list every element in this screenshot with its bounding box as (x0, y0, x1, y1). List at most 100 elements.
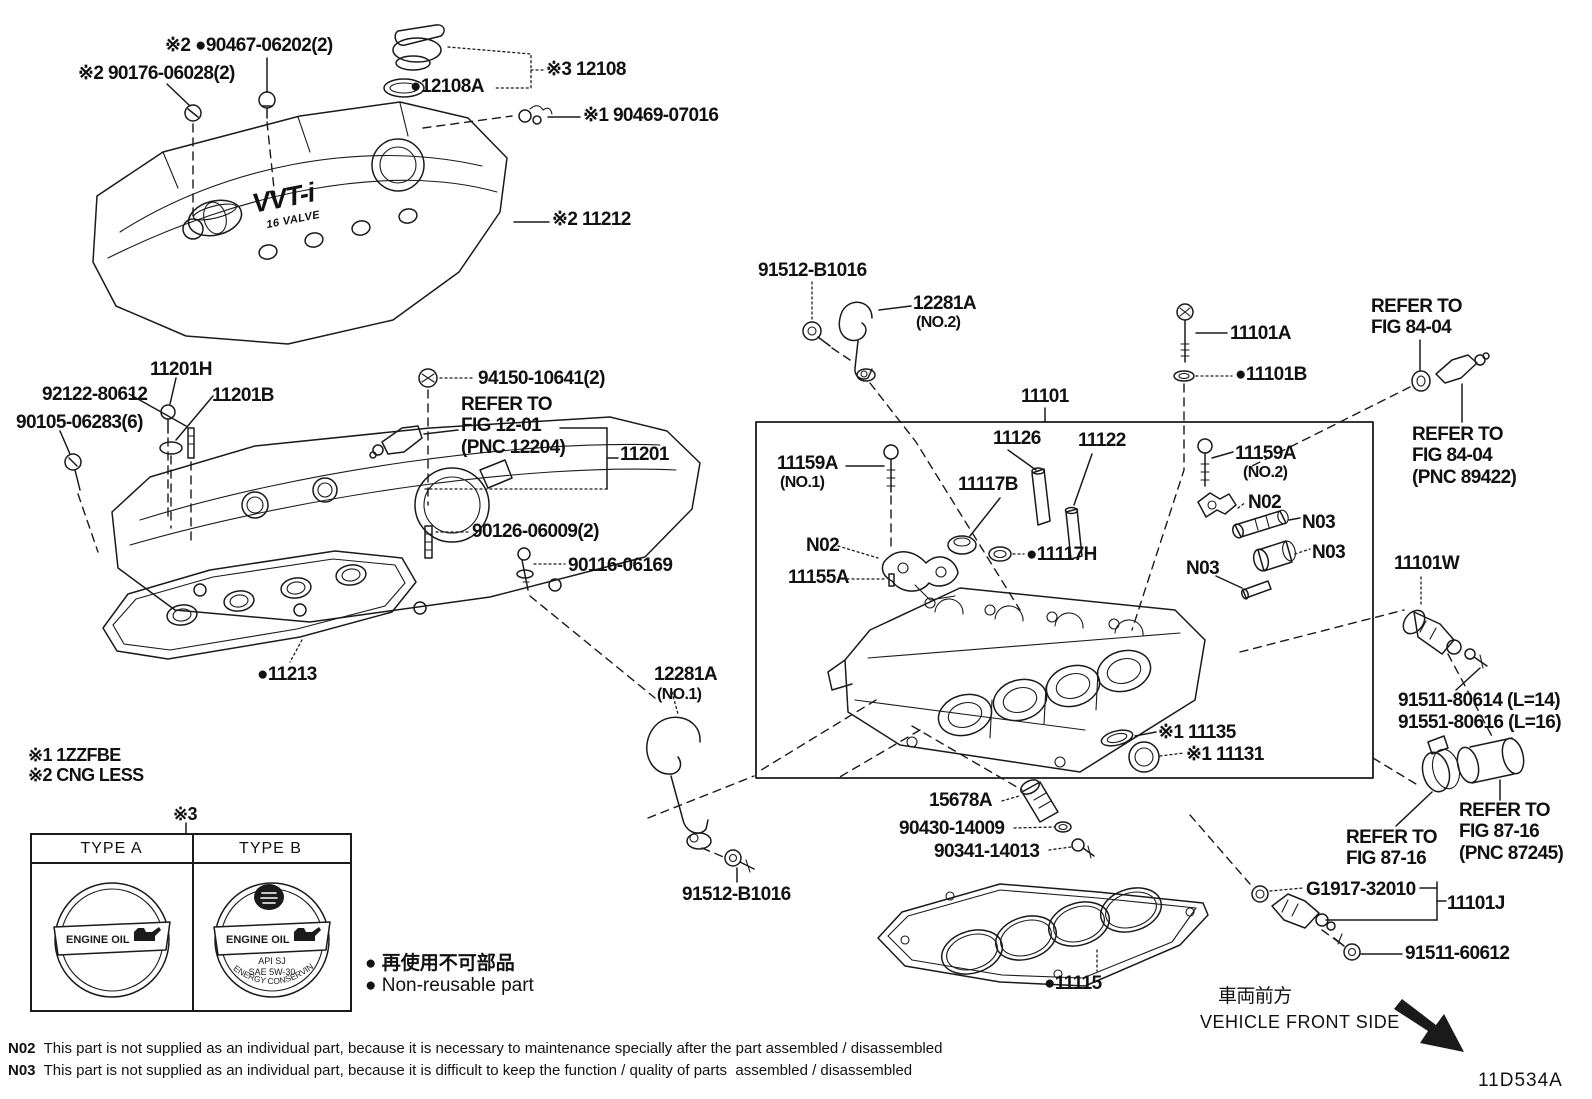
label-11122: 11122 (1078, 430, 1126, 451)
cap-b-sae-text: SAE 5W-30 (249, 967, 296, 977)
label-90116-06169: 90116-06169 (568, 555, 673, 576)
label-N03-2: N03 (1312, 542, 1346, 563)
footnote-n02-code: N02 (8, 1040, 36, 1057)
type-b-header: TYPE B (239, 839, 302, 857)
sensor-11101W-drawing (1239, 576, 1495, 741)
label-12108: ※3 12108 (546, 59, 626, 80)
refer-fig-84-04-bottom: REFER TO FIG 84-04 (PNC 89422) (1412, 424, 1517, 488)
legend-nonreusable-en: ● Non-reusable part (365, 975, 534, 996)
label-11101J: 11101J (1447, 893, 1505, 914)
legend-nonreusable-jp: ● 再使用不可部品 (365, 953, 515, 974)
note-ref2: ※2 CNG LESS (28, 765, 144, 785)
label-91511-60612: 91511-60612 (1405, 943, 1510, 964)
label-11159A-no1-sub: (NO.1) (780, 474, 825, 491)
valve-cover-drawing (111, 416, 701, 623)
label-92122-80612: 92122-80612 (42, 384, 148, 405)
oil-cap-type-table: TYPE A TYPE B (30, 833, 352, 1012)
label-N02-left: N02 (806, 535, 840, 556)
label-N03-3: N03 (1186, 558, 1220, 579)
cylinder-head-drawing (757, 587, 1206, 779)
footnote-n02-text: This part is not supplied as an individu… (43, 1040, 943, 1057)
label-11135: ※1 11135 (1158, 722, 1236, 743)
label-90430-14009: 90430-14009 (899, 818, 1005, 839)
label-11159A-no2: 11159A (1235, 443, 1296, 464)
label-11101: 11101 (1021, 386, 1069, 407)
cap-b-banner-text: ENGINE OIL (226, 934, 290, 946)
label-90467-06202: ※2 ●90467-06202(2) (165, 35, 333, 56)
oil-can-icon (294, 927, 321, 941)
sensor-84-04-drawing (1247, 339, 1490, 469)
label-90176-06028: ※2 90176-06028(2) (78, 63, 235, 84)
label-N02-right: N02 (1248, 492, 1282, 513)
footnote-n03: N03 This part is not supplied as an indi… (8, 1062, 912, 1079)
label-11131: ※1 11131 (1186, 744, 1264, 765)
head-bolt-drawing (1131, 303, 1233, 631)
label-11159A-no2-sub: (NO.2) (1243, 464, 1288, 481)
label-90341-14013: 90341-14013 (934, 841, 1040, 862)
label-90126-06009: 90126-06009(2) (472, 521, 599, 542)
cap-a-banner-text: ENGINE OIL (66, 934, 130, 946)
cap-b-api-text: API SJ (258, 956, 286, 966)
label-94150-10641: 94150-10641(2) (478, 368, 605, 389)
camshaft-cap-left-drawing (837, 444, 959, 601)
label-15678A: 15678A (929, 790, 993, 811)
head-gasket-drawing (877, 883, 1209, 987)
label-90105-06283: 90105-06283(6) (16, 412, 143, 433)
label-91551-80616: 91551-80616 (L=16) (1398, 712, 1562, 733)
type-a-header: TYPE A (80, 839, 143, 857)
valve-guides-seals-drawing (947, 449, 1093, 562)
label-11117B: 11117B (958, 474, 1018, 495)
cam-plug-seal-drawing (1100, 729, 1185, 773)
footnote-n02: N02 This part is not supplied as an indi… (8, 1040, 942, 1057)
label-G1917-32010: G1917-32010 (1306, 879, 1416, 900)
label-12281A-no2-sub: (NO.2) (916, 314, 961, 331)
label-11201B: 11201B (212, 385, 275, 406)
hanger-no2-drawing (802, 281, 1021, 611)
figure-code: 11D534A (1478, 1070, 1563, 1091)
label-11212: ※2 11212 (552, 209, 631, 230)
label-11159A-no1: 11159A (777, 453, 838, 474)
label-11115: ●11115 (1044, 973, 1102, 994)
vehicle-front-arrow (1394, 999, 1464, 1052)
label-11155A: 11155A (788, 567, 849, 588)
vehicle-front-jp: 車両前方 (1218, 986, 1292, 1007)
label-11101A: 11101A (1230, 323, 1291, 344)
label-11101W: 11101W (1394, 553, 1460, 574)
label-11101B: ●11101B (1235, 364, 1307, 385)
heater-hose-drawing (1372, 735, 1525, 827)
refer-fig-84-04-top: REFER TO FIG 84-04 (1371, 296, 1463, 339)
union-bolt-drawing (911, 725, 1095, 859)
refer-fig-12-01: REFER TO FIG 12-01 (PNC 12204) (461, 394, 566, 458)
label-11201H: 11201H (150, 359, 213, 380)
valve-cover-fasteners-drawing (59, 368, 656, 699)
label-N03-1: N03 (1302, 512, 1336, 533)
table-divider (192, 835, 194, 1010)
footnote-n03-text: This part is not supplied as an individu… (43, 1062, 913, 1079)
label-12281A-no1: 12281A (654, 664, 718, 685)
refer-fig-87-16-right: REFER TO FIG 87-16 (PNC 87245) (1459, 800, 1564, 864)
valve-cover-gasket-drawing (102, 550, 417, 663)
label-91512-B1016-bottom: 91512-B1016 (682, 884, 791, 905)
note-ref3: ※3 (173, 804, 198, 824)
oil-cap-drawing (383, 24, 581, 223)
label-12281A-no2: 12281A (913, 293, 977, 314)
label-11117H: ●11117H (1026, 544, 1097, 565)
label-91512-B1016-top: 91512-B1016 (758, 260, 867, 281)
label-90469-07016: ※1 90469-07016 (583, 105, 719, 126)
cover-fasteners-drawing (166, 57, 276, 219)
label-12108A: ●12108A (410, 76, 484, 97)
hanger-no1-drawing (646, 691, 755, 883)
label-12281A-no1-sub: (NO.1) (657, 686, 702, 703)
sensor-11101J-drawing (1189, 814, 1447, 961)
note-ref1: ※1 1ZZFBE (28, 745, 121, 765)
label-11213: ●11213 (257, 664, 317, 685)
cylinder-head-assembly-box (755, 407, 1374, 779)
engine-cover-drawing (92, 101, 508, 345)
label-11126: 11126 (993, 428, 1041, 449)
vehicle-front-en: VEHICLE FRONT SIDE (1200, 1012, 1400, 1032)
footnote-n03-code: N03 (8, 1062, 36, 1079)
label-91511-80614: 91511-80614 (L=14) (1398, 690, 1561, 711)
refer-fig-87-16-left: REFER TO FIG 87-16 (1346, 827, 1438, 870)
